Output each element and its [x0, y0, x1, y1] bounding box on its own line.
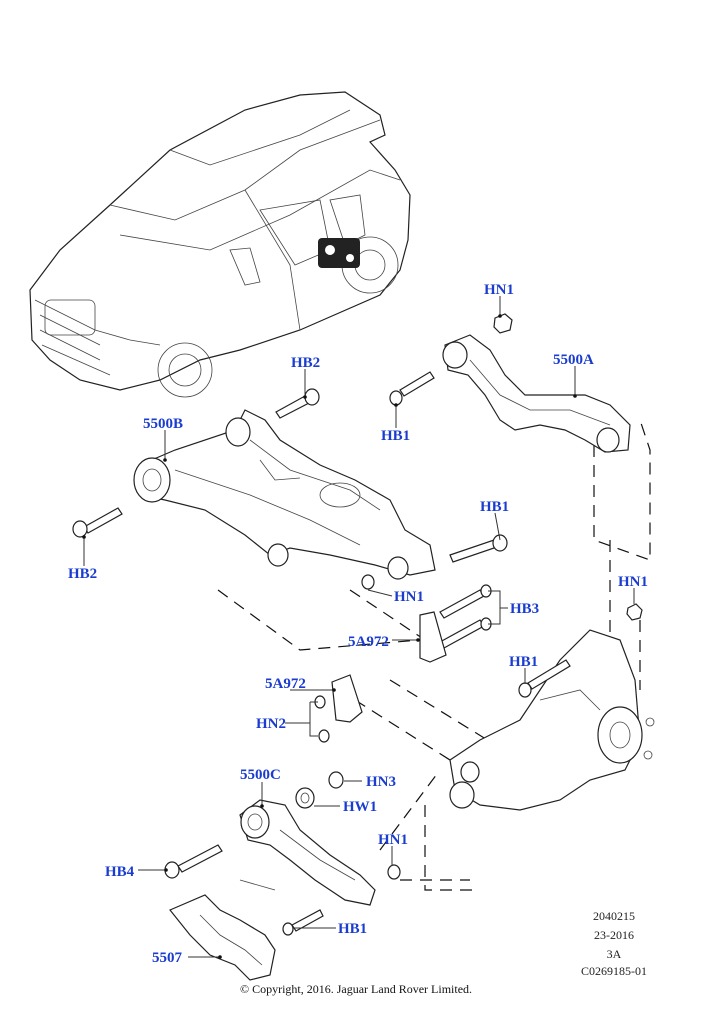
label-hb1-right: HB1	[509, 654, 538, 670]
label-hn3: HN3	[366, 774, 396, 790]
label-hb4: HB4	[105, 864, 135, 880]
ref-line-4: C0269185-01	[581, 964, 647, 978]
label-hw1: HW1	[343, 799, 377, 815]
part-5500b-subframe	[133, 409, 436, 580]
label-hn2: HN2	[256, 716, 286, 732]
fasteners	[72, 313, 643, 936]
part-5500c-lower-arm	[239, 799, 376, 906]
label-hb1-top: HB1	[381, 428, 410, 444]
rear-suspension-highlight	[318, 238, 360, 268]
bracket-5a972-upper	[419, 611, 447, 663]
bolt-hb2-left	[72, 507, 123, 538]
bolts-hb3	[439, 584, 492, 649]
nut-hn1-low	[387, 864, 401, 880]
nut-hn3	[328, 771, 344, 789]
copyright-notice: © Copyright, 2016. Jaguar Land Rover Lim…	[240, 982, 472, 996]
bolt-hb4	[164, 844, 223, 879]
label-hb1-mid: HB1	[480, 499, 509, 515]
label-hb2-left: HB2	[68, 566, 97, 582]
label-5500b: 5500B	[143, 416, 183, 432]
ref-line-2: 23-2016	[594, 928, 634, 942]
nut-hn2-b	[318, 729, 330, 743]
bracket-5a972-lower	[331, 674, 363, 723]
label-5500a: 5500A	[553, 352, 594, 368]
bolt-hb1-mid	[449, 534, 508, 563]
bolt-hb1-top	[389, 371, 435, 406]
label-hn1-low: HN1	[378, 832, 408, 848]
label-hb1-low: HB1	[338, 921, 367, 937]
ref-line-1: 2040215	[593, 909, 635, 923]
part-5507-shield	[169, 879, 276, 981]
label-hn1-mid: HN1	[394, 589, 424, 605]
label-5a972-b: 5A972	[265, 676, 306, 692]
label-5500c: 5500C	[240, 767, 281, 783]
callout-labels: HN1 5500A HB2 HB1 5500B HB1 HB2 HN1 HB3 …	[68, 282, 648, 966]
leader-lines	[82, 296, 635, 959]
part-5500a-upper-arm	[442, 334, 631, 453]
vehicle-illustration	[29, 91, 411, 398]
label-hb2-top: HB2	[291, 355, 320, 371]
ref-line-3: 3A	[607, 947, 622, 961]
nut-hn1-right	[626, 603, 643, 621]
label-hn1-right: HN1	[618, 574, 648, 590]
knuckle-hub-assembly	[449, 629, 655, 811]
nut-hn1-top	[493, 313, 513, 334]
reference-block: 2040215 23-2016 3A C0269185-01	[581, 909, 647, 978]
washer-hw1	[295, 787, 315, 809]
bolt-hb1-low	[282, 909, 324, 936]
bolt-hb2-top	[275, 388, 320, 419]
label-hn1-top: HN1	[484, 282, 514, 298]
label-hb3: HB3	[510, 601, 539, 617]
label-5507: 5507	[152, 950, 183, 966]
label-5a972-a: 5A972	[348, 634, 389, 650]
nut-hn1-mid	[361, 574, 375, 590]
